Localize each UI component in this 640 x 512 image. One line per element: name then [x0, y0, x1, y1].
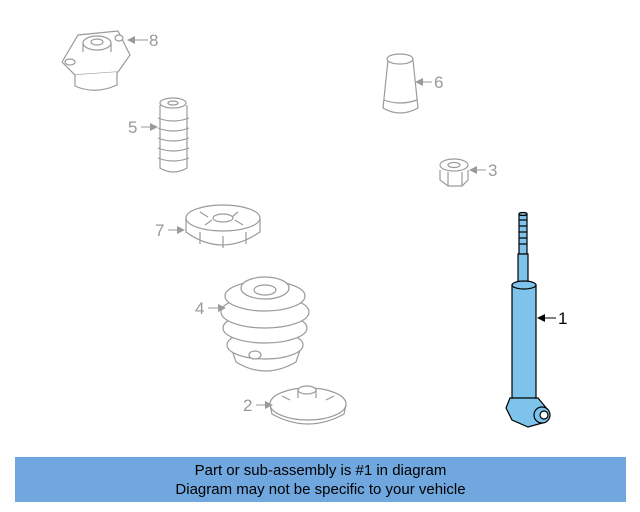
callout-7[interactable]: 7: [155, 221, 165, 240]
parts-diagram: [61, 30, 556, 428]
callout-3[interactable]: 3: [488, 161, 498, 180]
callout-6[interactable]: 6: [434, 73, 444, 92]
callout-4[interactable]: 4: [195, 299, 205, 318]
callout-2[interactable]: 2: [243, 396, 253, 415]
banner-line-1: Part or sub-assembly is #1 in diagram: [194, 461, 447, 479]
callout-5[interactable]: 5: [128, 118, 138, 137]
part-4-coil-spring[interactable]: [220, 276, 310, 372]
banner-line-2: Diagram may not be specific to your vehi…: [175, 480, 466, 498]
part-3-nut[interactable]: [439, 158, 469, 187]
part-7-spring-pad[interactable]: [185, 204, 261, 248]
info-banner: Part or sub-assembly is #1 in diagram Di…: [15, 457, 626, 502]
part-1-shock-absorber[interactable]: [505, 211, 551, 428]
part-6-dust-boot[interactable]: [382, 53, 419, 114]
callout-1[interactable]: 1: [558, 309, 568, 328]
callout-8[interactable]: 8: [149, 31, 159, 50]
part-5-bump-stop[interactable]: [157, 97, 190, 173]
part-8-strut-mount[interactable]: [61, 30, 131, 91]
part-2-spring-seat[interactable]: [269, 385, 347, 425]
